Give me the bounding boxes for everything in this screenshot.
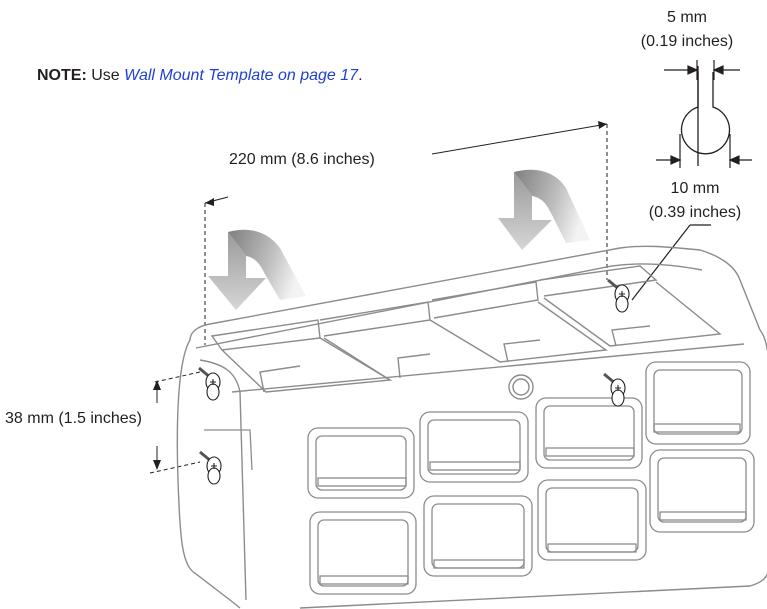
height-dimension-label: 38 mm (1.5 inches) <box>5 410 142 427</box>
charging-cradle <box>176 245 767 609</box>
width-arrowhead-right <box>598 121 607 129</box>
battery-slots <box>204 361 755 595</box>
note-suffix: . <box>358 67 363 84</box>
note-middle: Use <box>86 67 125 84</box>
placement-arrow-right-icon <box>498 169 590 250</box>
wall-mount-template-link[interactable]: Wall Mount Template on page 17 <box>124 67 359 84</box>
screw-icon <box>198 278 630 485</box>
note-text: NOTE: Use Wall Mount Template on page 17… <box>37 66 363 86</box>
width-dimension-line <box>204 123 608 345</box>
height-arrowhead-bottom <box>153 460 161 470</box>
keyhole-slot-icon <box>680 66 731 166</box>
slot-top-mm-label: 5 mm <box>667 9 707 26</box>
width-dimension-label: 220 mm (8.6 inches) <box>229 151 375 168</box>
keyhole-dimension-lines <box>631 60 752 301</box>
slot-bottom-inch-label: (0.39 inches) <box>648 204 742 221</box>
slot-bottom-mm-label: 10 mm <box>670 180 720 197</box>
width-arrowhead-left <box>205 198 214 206</box>
slot-top-inch-label: (0.19 inches) <box>640 33 734 50</box>
placement-arrow-left-icon <box>208 229 306 310</box>
height-arrowhead-top <box>153 380 161 390</box>
note-label: NOTE: <box>37 67 87 84</box>
